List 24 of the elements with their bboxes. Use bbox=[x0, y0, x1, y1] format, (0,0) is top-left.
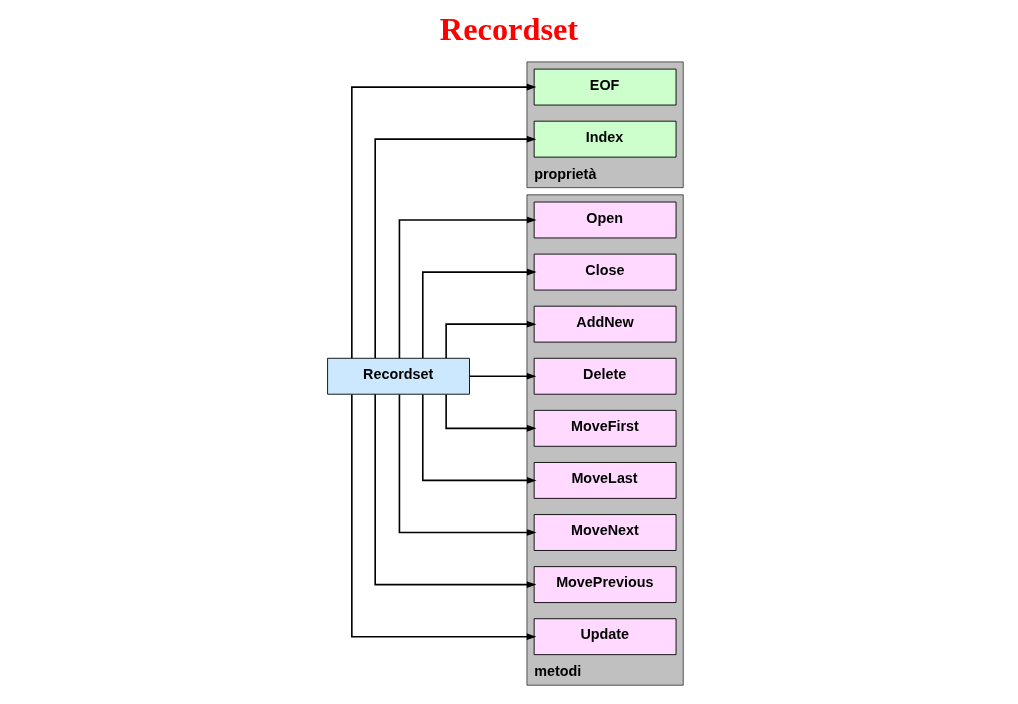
node-box: Index bbox=[533, 120, 677, 158]
node-box: Open bbox=[533, 201, 677, 239]
diagram-title: Recordset bbox=[439, 11, 579, 48]
node-box: MoveNext bbox=[533, 514, 677, 551]
node-box: MovePrevious bbox=[533, 566, 677, 603]
node-box: EOF bbox=[533, 68, 677, 106]
node-box: Update bbox=[533, 618, 677, 656]
node-box: MoveFirst bbox=[533, 409, 677, 447]
arrow bbox=[445, 393, 537, 432]
arrow bbox=[398, 393, 537, 536]
node-box: Recordset bbox=[327, 357, 470, 395]
arrow bbox=[351, 393, 537, 641]
arrow bbox=[374, 393, 537, 588]
arrow bbox=[351, 83, 537, 359]
arrow bbox=[468, 372, 537, 380]
node-box: Delete bbox=[533, 357, 677, 395]
arrow bbox=[374, 135, 537, 359]
node-box: Close bbox=[533, 253, 677, 291]
node-box: MoveLast bbox=[533, 462, 677, 499]
arrow bbox=[398, 216, 537, 359]
arrow bbox=[445, 320, 537, 359]
arrow bbox=[422, 393, 537, 484]
node-box: AddNew bbox=[533, 305, 677, 343]
arrow bbox=[422, 268, 537, 359]
